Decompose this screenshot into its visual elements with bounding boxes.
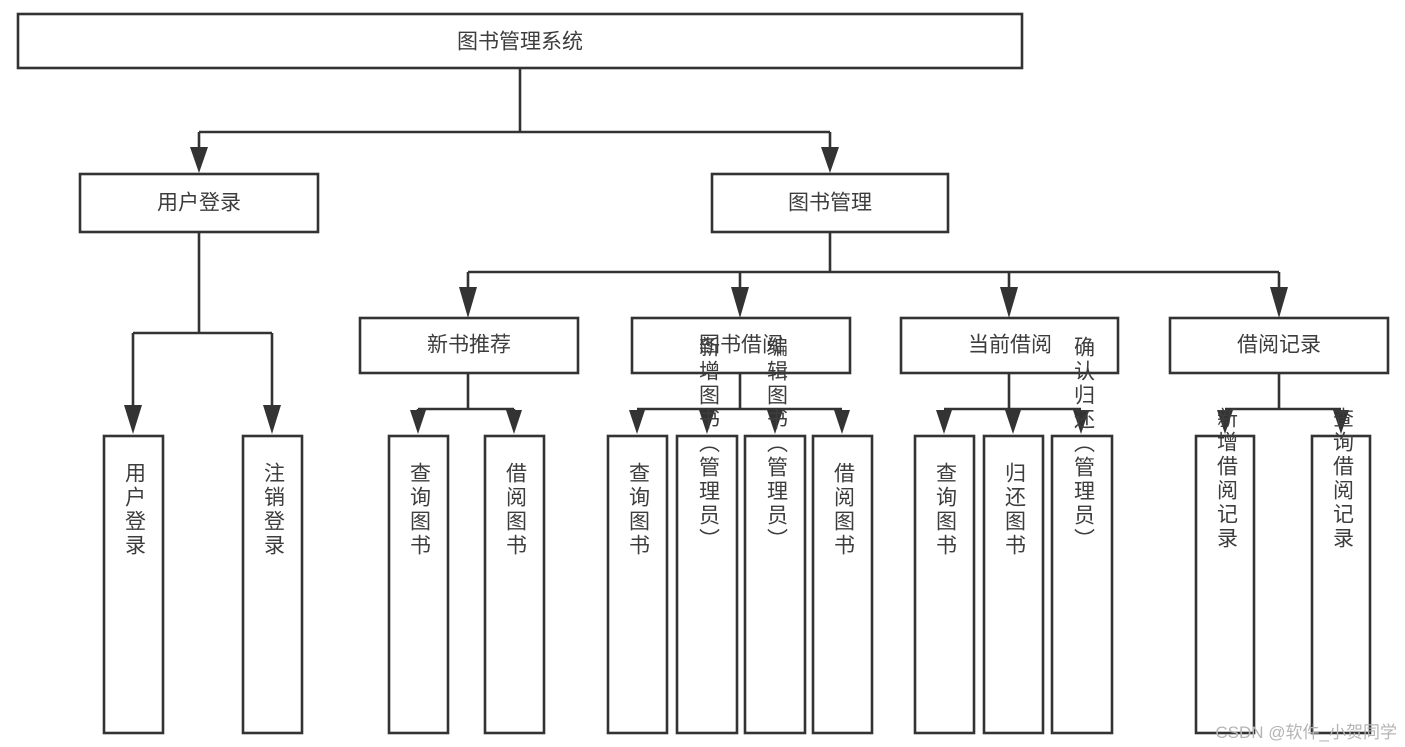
arrow-head-bb-leaf-3: [767, 410, 783, 434]
node-current-borrow-label: 当前借阅: [968, 334, 1052, 357]
arrow-head-bb-leaf-4: [834, 410, 850, 434]
node-book-manage[interactable]: 图书管理: [710, 172, 950, 234]
node-user-login[interactable]: 用户登录: [78, 172, 320, 234]
leaf-cb-query-book[interactable]: 查询图书: [913, 434, 976, 735]
arrow-head-leaf-logout: [263, 405, 281, 434]
leaf-nb-borrow-book[interactable]: 借阅图书: [483, 434, 546, 735]
leaf-bb-add-book-label: 新增图书（管理员）: [697, 336, 721, 552]
node-current-borrow[interactable]: 当前借阅: [899, 316, 1120, 375]
node-book-manage-label: 图书管理: [788, 192, 872, 215]
arrow-head-cb-leaf-2: [1005, 410, 1021, 434]
leaf-bb-query-book-rect[interactable]: [606, 434, 669, 735]
node-root-rect[interactable]: [16, 12, 1024, 70]
arrow-head-cb-leaf-3: [1073, 410, 1089, 434]
leaf-cb-return-book-label: 归还图书: [1003, 462, 1027, 558]
leaf-br-query-record-rect[interactable]: [1310, 434, 1372, 735]
leaf-nb-query-book-rect[interactable]: [387, 434, 450, 735]
leaf-logout-rect[interactable]: [241, 434, 304, 735]
leaf-bb-borrow-book-label: 借阅图书: [832, 462, 856, 558]
leaf-nb-query-book[interactable]: 查询图书: [387, 434, 450, 735]
arrow-head-nb-leaf-1: [410, 410, 426, 434]
node-book-manage-rect[interactable]: [710, 172, 950, 234]
node-user-login-rect[interactable]: [78, 172, 320, 234]
leaf-user-login-label: 用户登录: [123, 462, 147, 558]
leaf-nb-query-book-label: 查询图书: [408, 462, 432, 558]
leaf-bb-query-book-label: 查询图书: [627, 462, 651, 558]
node-book-borrow-rect[interactable]: [630, 316, 852, 375]
node-root[interactable]: 图书管理系统: [16, 12, 1024, 70]
node-new-book-recommend-rect[interactable]: [358, 316, 580, 375]
arrow-head-br-leaf-2: [1333, 410, 1349, 434]
leaf-nb-borrow-book-label: 借阅图书: [504, 462, 528, 558]
leaf-bb-add-book-rect[interactable]: [675, 434, 739, 735]
leaf-bb-borrow-book[interactable]: 借阅图书: [811, 434, 874, 735]
leaf-cb-confirm-return-rect[interactable]: [1050, 434, 1114, 735]
leaf-bb-add-book[interactable]: 新增图书（管理员）: [675, 336, 739, 735]
node-borrow-record-rect[interactable]: [1168, 316, 1390, 375]
leaf-user-login[interactable]: 用户登录: [102, 434, 165, 735]
leaf-bb-edit-book-label: 编辑图书（管理员）: [765, 336, 789, 552]
arrow-head-bb-leaf-1: [629, 410, 645, 434]
leaf-br-add-record-rect[interactable]: [1194, 434, 1256, 735]
node-new-book-recommend-label: 新书推荐: [427, 334, 511, 357]
node-root-label: 图书管理系统: [457, 31, 583, 54]
node-new-book-recommend[interactable]: 新书推荐: [358, 316, 580, 375]
leaf-br-query-record[interactable]: 查询借阅记录: [1310, 407, 1372, 735]
leaf-cb-query-book-rect[interactable]: [913, 434, 976, 735]
arrow-head-borrow-record: [1270, 287, 1288, 318]
arrow-head-leaf-user-login: [124, 405, 142, 434]
leaf-user-login-rect[interactable]: [102, 434, 165, 735]
node-book-borrow[interactable]: 图书借阅: [630, 316, 852, 375]
node-book-borrow-label: 图书借阅: [699, 334, 783, 357]
leaf-logout[interactable]: 注销登录: [241, 434, 304, 735]
leaf-cb-confirm-return[interactable]: 确认归还（管理员）: [1050, 336, 1114, 735]
node-borrow-record-label: 借阅记录: [1237, 334, 1321, 357]
leaf-nb-borrow-book-rect[interactable]: [483, 434, 546, 735]
leaf-bb-edit-book[interactable]: 编辑图书（管理员）: [743, 336, 807, 735]
leaf-cb-return-book-rect[interactable]: [982, 434, 1045, 735]
arrow-head-user-login: [190, 147, 208, 173]
arrow-head-bb-leaf-2: [699, 410, 715, 434]
leaf-br-add-record-label: 新增借阅记录: [1215, 407, 1239, 551]
leaf-cb-query-book-label: 查询图书: [934, 462, 958, 558]
leaf-bb-query-book[interactable]: 查询图书: [606, 434, 669, 735]
leaf-cb-confirm-return-label: 确认归还（管理员）: [1072, 336, 1096, 552]
leaf-bb-borrow-book-rect[interactable]: [811, 434, 874, 735]
arrow-head-new-book: [459, 287, 477, 318]
leaf-br-query-record-label: 查询借阅记录: [1331, 407, 1355, 551]
node-current-borrow-rect[interactable]: [899, 316, 1120, 375]
node-borrow-record[interactable]: 借阅记录: [1168, 316, 1390, 375]
arrow-head-book-manage: [821, 147, 839, 173]
leaf-logout-label: 注销登录: [262, 462, 286, 558]
node-user-login-label: 用户登录: [157, 192, 241, 215]
leaf-cb-return-book[interactable]: 归还图书: [982, 434, 1045, 735]
arrow-head-book-borrow: [731, 287, 749, 318]
arrow-head-nb-leaf-2: [506, 410, 522, 434]
arrow-head-cb-leaf-1: [936, 410, 952, 434]
arrow-head-br-leaf-1: [1217, 410, 1233, 434]
leaf-br-add-record[interactable]: 新增借阅记录: [1194, 407, 1256, 735]
leaf-bb-edit-book-rect[interactable]: [743, 434, 807, 735]
arrow-head-current-borrow: [1000, 287, 1018, 318]
connector-layer: [124, 68, 1349, 434]
